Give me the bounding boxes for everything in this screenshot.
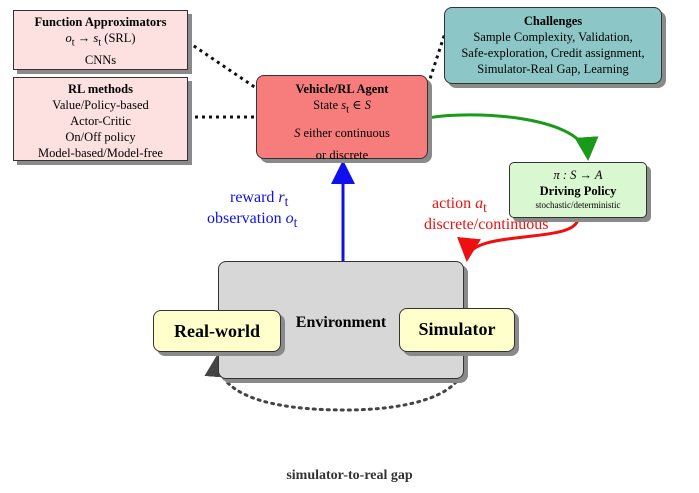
agent-continuous-var: S	[294, 125, 301, 140]
rl-item: On/Off policy	[65, 130, 136, 144]
agent-state-sub: t	[346, 104, 350, 116]
agent-state-set: S	[364, 98, 371, 112]
fa-var-o: o	[65, 31, 72, 45]
agent-state-prefix: State	[313, 98, 339, 112]
sim-to-real-gap-label: simulator-to-real gap	[286, 468, 413, 483]
link-fa-agent	[187, 40, 257, 90]
function-approximators-box: Function Approximators ot → st (SRL) CNN…	[13, 10, 188, 70]
rl-title: RL methods	[68, 82, 133, 96]
challenges-line: Safe-exploration, Credit assignment,	[461, 46, 645, 60]
observation-var: o	[285, 210, 294, 227]
fa-sub-s: t	[98, 37, 102, 49]
fa-var-s: s	[93, 31, 99, 45]
environment-title: Environment	[295, 314, 387, 331]
fa-suffix: (SRL)	[104, 31, 136, 45]
action-label: action at	[432, 193, 487, 218]
observation-text: observation	[207, 210, 282, 227]
agent-continuous-text: either continuous	[303, 125, 390, 140]
arrow-policy-to-env	[457, 217, 580, 262]
rl-item: Value/Policy-based	[52, 98, 149, 112]
challenges-box: Challenges Sample Complexity, Validation…	[444, 7, 662, 84]
simulator-box: Simulator	[399, 308, 515, 352]
agent-state: State st ∈ S	[257, 97, 427, 119]
fa-sub-o: t	[71, 37, 75, 49]
reward-sub: t	[284, 194, 289, 210]
arrow-sim-to-real-gap	[204, 353, 466, 412]
real-world-label: Real-world	[174, 321, 260, 341]
agent-state-rel: ∈	[352, 98, 362, 112]
action-var: a	[475, 195, 484, 212]
rl-item: Model-based/Model-free	[38, 146, 163, 160]
agent-title: Vehicle/RL Agent	[295, 82, 389, 96]
policy-title: Driving Policy	[539, 184, 617, 198]
reward-var: r	[278, 189, 285, 206]
challenges-title: Challenges	[523, 14, 583, 28]
real-world-box: Real-world	[153, 310, 281, 352]
agent-discrete: or discrete	[315, 147, 369, 162]
action-text: action	[432, 195, 472, 212]
observation-label: observation ot	[207, 208, 297, 233]
observation-sub: t	[293, 215, 298, 231]
agent-continuous: S either continuous	[257, 125, 427, 141]
challenges-line: Sample Complexity, Validation,	[473, 30, 633, 44]
agent-state-var: s	[341, 98, 347, 112]
arrow-agent-to-policy	[427, 113, 599, 161]
rl-methods-box: RL methods Value/Policy-based Actor-Crit…	[13, 77, 188, 161]
rl-item: Actor-Critic	[70, 114, 131, 128]
reward-label: reward rt	[230, 187, 288, 212]
action-type-label: discrete/continuous	[424, 216, 549, 233]
fa-cnns: CNNs	[84, 52, 117, 67]
reward-text: reward	[230, 189, 275, 206]
agent-box: Vehicle/RL Agent State st ∈ S S either c…	[256, 75, 428, 162]
policy-subtitle: stochastic/deterministic	[535, 200, 621, 210]
action-sub: t	[483, 200, 487, 216]
policy-formula: π : S → A	[553, 168, 603, 182]
fa-title: Function Approximators	[34, 15, 167, 29]
link-agent-challenges	[426, 29, 448, 86]
driving-policy-box: π : S → A Driving Policy stochastic/dete…	[509, 162, 647, 218]
fa-arrow: →	[77, 31, 91, 45]
fa-mapping: ot → st (SRL)	[14, 30, 187, 52]
challenges-line: Simulator-Real Gap, Learning	[477, 62, 629, 76]
simulator-label: Simulator	[418, 319, 496, 339]
